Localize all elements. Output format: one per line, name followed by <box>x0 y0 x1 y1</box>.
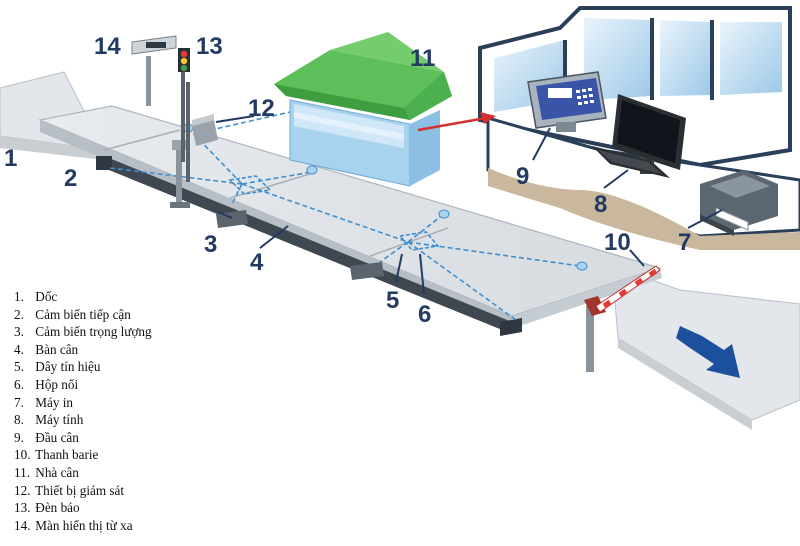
legend-item: 14. Màn hiển thị từ xa <box>14 517 152 535</box>
legend-number: 7. <box>14 394 24 410</box>
legend-number: 5. <box>14 359 24 375</box>
legend-label: Đầu cân <box>35 429 79 445</box>
printer <box>700 170 778 236</box>
callout-12: 12 <box>248 95 275 122</box>
legend-number: 1. <box>14 289 24 304</box>
legend-number: 11. <box>14 464 30 480</box>
traffic-direction-arrow <box>676 326 740 378</box>
load-cells <box>182 123 588 271</box>
callout-10: 10 <box>604 229 631 256</box>
legend-label: Dây tín hiệu <box>35 359 101 375</box>
callout-7: 7 <box>678 229 691 256</box>
legend-number: 4. <box>14 341 24 357</box>
legend-list: 1. Dốc 2. Cảm biến tiếp cận 3. Cảm biến … <box>14 288 152 534</box>
legend-label: Máy tính <box>35 412 84 428</box>
callout-2: 2 <box>64 165 77 192</box>
computer <box>592 94 686 178</box>
legend-number: 13. <box>14 500 31 516</box>
legend-item: 8. Máy tính <box>14 411 152 429</box>
callout-11: 11 <box>410 45 435 72</box>
weighing-terminal <box>527 71 607 132</box>
legend-label: Nhà cân <box>35 464 79 480</box>
junction-boxes <box>228 175 440 251</box>
legend-number: 8. <box>14 412 24 428</box>
callout-14: 14 <box>94 33 121 60</box>
legend-label: Thiết bị giám sát <box>35 482 125 498</box>
legend-label: Cảm biến trọng lượng <box>35 324 152 340</box>
legend-item: 12. Thiết bị giám sát <box>14 482 152 500</box>
legend-item: 4. Bàn cân <box>14 341 152 359</box>
legend-item: 6. Hộp nối <box>14 376 152 394</box>
leader-lines <box>215 115 723 295</box>
legend-label: Màn hiển thị từ xa <box>35 517 133 533</box>
legend-item: 13. Đèn báo <box>14 499 152 517</box>
scale-house <box>274 32 452 187</box>
callout-6: 6 <box>418 301 431 328</box>
legend-number: 2. <box>14 306 24 322</box>
red-arrow <box>417 112 496 132</box>
callout-3: 3 <box>204 231 217 258</box>
legend-number: 6. <box>14 376 24 392</box>
traffic-light <box>178 48 190 162</box>
legend-item: 3. Cảm biến trọng lượng <box>14 323 152 341</box>
callout-9: 9 <box>516 163 529 190</box>
callout-1: 1 <box>4 145 17 172</box>
legend-item: 11. Nhà cân <box>14 464 152 482</box>
callout-numbers: 1 2 3 4 5 6 7 8 9 10 11 12 13 14 <box>4 33 691 328</box>
callout-13: 13 <box>196 33 223 60</box>
legend-label: Thanh barie <box>35 447 99 463</box>
legend-label: Dốc <box>35 289 58 304</box>
legend-number: 14. <box>14 517 31 533</box>
legend-item: 2. Cảm biến tiếp cận <box>14 306 152 324</box>
cctv-camera <box>186 82 218 182</box>
callout-4: 4 <box>250 249 264 276</box>
legend-label: Máy in <box>35 394 74 410</box>
legend-number: 12. <box>14 482 31 498</box>
legend-item: 5. Dây tín hiệu <box>14 358 152 376</box>
legend-label: Bàn cân <box>35 341 79 357</box>
legend-number: 9. <box>14 429 24 445</box>
barrier <box>584 265 661 372</box>
remote-display <box>131 35 177 106</box>
legend-item: 10. Thanh barie <box>14 446 152 464</box>
callout-8: 8 <box>594 191 607 218</box>
legend-item: 9. Đầu cân <box>14 429 152 447</box>
legend-label: Đèn báo <box>35 500 80 516</box>
legend-number: 3. <box>14 324 24 340</box>
legend-number: 10. <box>14 447 31 463</box>
legend-item: 7. Máy in <box>14 394 152 412</box>
callout-5: 5 <box>386 287 399 314</box>
legend-label: Hộp nối <box>35 376 79 392</box>
weighbridge-platform <box>0 71 800 430</box>
legend-item: 1. Dốc <box>14 288 152 306</box>
legend-label: Cảm biến tiếp cận <box>35 306 131 322</box>
